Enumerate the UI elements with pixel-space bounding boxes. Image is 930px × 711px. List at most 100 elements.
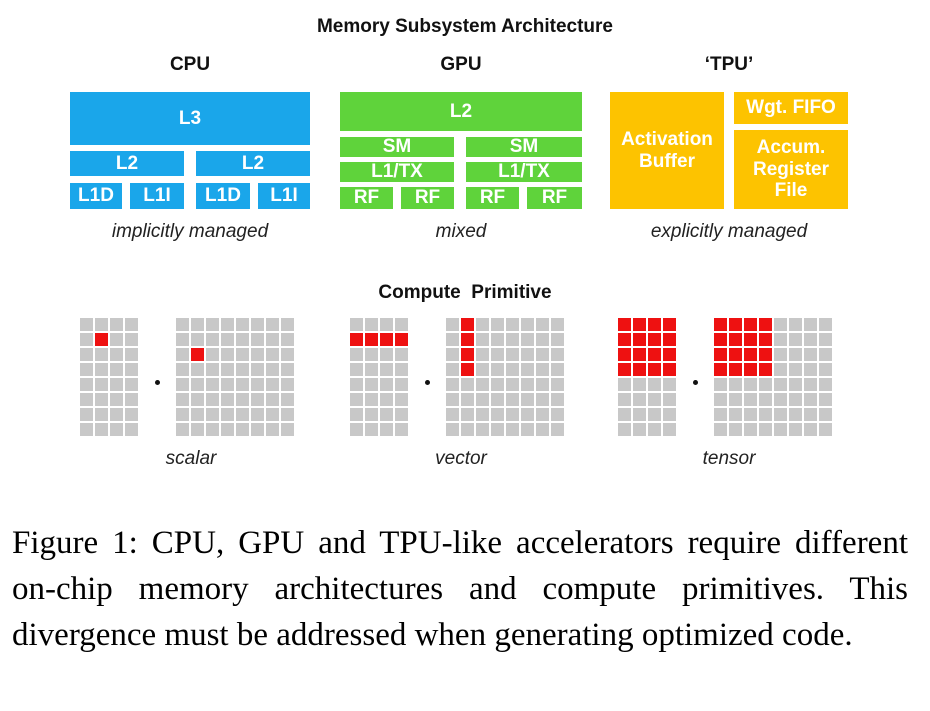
gpu-sm-block: SM — [466, 136, 582, 157]
grid-cell — [804, 408, 817, 421]
cpu-l1d-cache: L1D — [70, 183, 122, 209]
grid-cell — [206, 408, 219, 421]
grid-cell — [191, 378, 204, 391]
grid-cell — [789, 423, 802, 436]
grid-cell — [461, 408, 474, 421]
grid-cell — [648, 378, 661, 391]
grid-cell — [80, 378, 93, 391]
grid-cell — [206, 318, 219, 331]
grid-cell — [491, 318, 504, 331]
grid-cell — [395, 318, 408, 331]
grid-cell — [819, 363, 832, 376]
grid-cell — [446, 333, 459, 346]
grid-cell — [380, 393, 393, 406]
grid-cell — [446, 378, 459, 391]
grid-cell — [350, 318, 363, 331]
cpu-l3-cache: L3 — [70, 92, 310, 145]
grid-cell — [633, 378, 646, 391]
diagram-title: Memory Subsystem Architecture — [316, 16, 613, 37]
grid-cell — [350, 363, 363, 376]
grid-cell — [536, 393, 549, 406]
gpu-heading: GPU — [440, 54, 482, 75]
tpu-activation-buffer: Activation Buffer — [610, 92, 724, 209]
grid-cell — [804, 363, 817, 376]
grid-cell — [729, 378, 742, 391]
grid-cell — [380, 348, 393, 361]
tensor-right-matrix — [714, 318, 832, 436]
highlighted-cell — [759, 318, 772, 331]
grid-cell — [744, 393, 757, 406]
grid-cell — [251, 348, 264, 361]
grid-cell — [110, 423, 123, 436]
grid-cell — [266, 393, 279, 406]
grid-cell — [380, 423, 393, 436]
grid-cell — [125, 333, 138, 346]
gpu-l2-cache: L2 — [340, 92, 582, 131]
grid-cell — [380, 378, 393, 391]
grid-cell — [365, 348, 378, 361]
highlighted-cell — [714, 363, 727, 376]
grid-cell — [191, 333, 204, 346]
grid-cell — [804, 318, 817, 331]
grid-cell — [476, 348, 489, 361]
grid-cell — [191, 363, 204, 376]
grid-cell — [633, 393, 646, 406]
grid-cell — [125, 348, 138, 361]
highlighted-cell — [191, 348, 204, 361]
grid-cell — [663, 378, 676, 391]
highlighted-cell — [633, 318, 646, 331]
grid-cell — [663, 393, 676, 406]
gpu-register-file: RF — [401, 187, 454, 209]
compute-primitive-heading: Compute Primitive — [378, 282, 552, 303]
grid-cell — [476, 363, 489, 376]
grid-cell — [521, 363, 534, 376]
grid-cell — [176, 423, 189, 436]
grid-cell — [395, 408, 408, 421]
grid-cell — [365, 408, 378, 421]
grid-cell — [744, 378, 757, 391]
grid-cell — [461, 378, 474, 391]
grid-cell — [789, 348, 802, 361]
grid-cell — [281, 363, 294, 376]
grid-cell — [176, 363, 189, 376]
cpu-l2-cache: L2 — [70, 151, 184, 176]
cpu-l1i-cache: L1I — [258, 183, 310, 209]
grid-cell — [350, 393, 363, 406]
grid-cell — [491, 408, 504, 421]
grid-cell — [774, 378, 787, 391]
grid-cell — [551, 318, 564, 331]
grid-cell — [110, 363, 123, 376]
grid-cell — [461, 423, 474, 436]
grid-cell — [236, 318, 249, 331]
highlighted-cell — [365, 333, 378, 346]
grid-cell — [744, 423, 757, 436]
grid-cell — [536, 348, 549, 361]
grid-cell — [236, 423, 249, 436]
highlighted-cell — [714, 348, 727, 361]
grid-cell — [251, 318, 264, 331]
grid-cell — [206, 333, 219, 346]
grid-cell — [774, 363, 787, 376]
grid-cell — [819, 333, 832, 346]
highlighted-cell — [461, 318, 474, 331]
grid-cell — [729, 393, 742, 406]
scalar-left-matrix — [80, 318, 138, 436]
grid-cell — [491, 378, 504, 391]
grid-cell — [789, 378, 802, 391]
highlighted-cell — [759, 348, 772, 361]
grid-cell — [395, 363, 408, 376]
grid-cell — [251, 408, 264, 421]
grid-cell — [536, 408, 549, 421]
grid-cell — [110, 318, 123, 331]
grid-cell — [536, 363, 549, 376]
gpu-l1tx-cache: L1/TX — [340, 161, 454, 182]
highlighted-cell — [633, 363, 646, 376]
dot-product-operator — [693, 380, 698, 385]
grid-cell — [819, 423, 832, 436]
grid-cell — [648, 393, 661, 406]
highlighted-cell — [380, 333, 393, 346]
tpu-heading: ‘TPU’ — [704, 54, 754, 75]
scalar-right-matrix — [176, 318, 294, 436]
highlighted-cell — [618, 333, 631, 346]
grid-cell — [206, 363, 219, 376]
